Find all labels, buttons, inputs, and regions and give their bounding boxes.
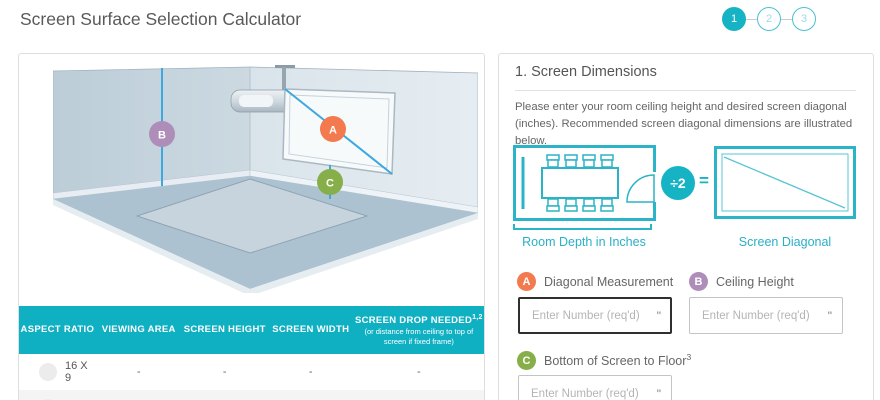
badge-a: A bbox=[517, 272, 536, 291]
screen-drop-value: - bbox=[417, 366, 421, 378]
ceiling-height-label: B Ceiling Height bbox=[689, 272, 794, 291]
results-table: ASPECT RATIO VIEWING AREA SCREEN HEIGHT … bbox=[19, 306, 484, 400]
floor-edge bbox=[53, 199, 478, 293]
room-depth-label: Room Depth in Inches bbox=[522, 235, 646, 249]
panel-heading: 1. Screen Dimensions bbox=[515, 64, 657, 80]
diagonal-illustration-line bbox=[723, 156, 846, 209]
results-table-header: ASPECT RATIO VIEWING AREA SCREEN HEIGHT … bbox=[19, 306, 484, 354]
step-connector bbox=[781, 18, 792, 20]
diagonal-measurement-label: A Diagonal Measurement bbox=[517, 272, 673, 291]
bottom-of-screen-input[interactable] bbox=[518, 375, 672, 400]
rug bbox=[135, 178, 369, 254]
screen-width-value: - bbox=[308, 366, 313, 378]
col-header-screen-height: SCREEN HEIGHT bbox=[183, 324, 266, 336]
projector-lens bbox=[239, 95, 273, 107]
equals-sign: = bbox=[699, 171, 709, 190]
page-title: Screen Surface Selection Calculator bbox=[20, 9, 302, 29]
floor-footnote: 3 bbox=[686, 352, 692, 363]
screen-drop-label: SCREEN DROP NEEDED bbox=[354, 315, 473, 327]
marker-b-letter: B bbox=[158, 130, 166, 142]
projector-pole bbox=[282, 67, 286, 92]
col-header-viewing-area: VIEWING AREA bbox=[101, 324, 176, 336]
marker-a-letter: A bbox=[329, 125, 337, 137]
step-connector bbox=[746, 18, 757, 20]
diagonal-measurement-input[interactable] bbox=[518, 297, 672, 334]
baseboard-right bbox=[249, 169, 478, 214]
badge-b: B bbox=[689, 272, 708, 291]
step-1[interactable]: 1 bbox=[722, 7, 746, 31]
screen-diagonal-label: Screen Diagonal bbox=[738, 235, 832, 249]
screen-dimensions-panel: 1. Screen Dimensions Please enter your r… bbox=[498, 53, 874, 400]
step-1-number: 1 bbox=[730, 13, 738, 25]
viewing-area-value: - bbox=[136, 366, 141, 378]
step-3-number: 3 bbox=[800, 13, 808, 25]
room-3d-illustration: A B C bbox=[53, 65, 478, 293]
step-2-number: 2 bbox=[765, 13, 773, 25]
wall-screen-inner bbox=[288, 94, 390, 169]
room-visualization-card: A B C ASPECT RATIO VIEWING AREA SCREEN H… bbox=[18, 53, 485, 400]
panel-description: Please enter your room ceiling height an… bbox=[515, 101, 853, 147]
bottom-of-screen-label: C Bottom of Screen to Floor3 bbox=[517, 351, 691, 370]
screen-diagonal-illustration bbox=[714, 146, 856, 219]
step-indicator: 1 2 3 bbox=[722, 7, 816, 31]
heading-divider bbox=[515, 90, 856, 91]
step-3[interactable]: 3 bbox=[792, 7, 816, 31]
col-header-screen-drop: SCREEN DROP NEEDED1,2 (or distance from … bbox=[354, 306, 484, 354]
marker-c-badge bbox=[317, 169, 343, 195]
step-2[interactable]: 2 bbox=[757, 7, 781, 31]
screen-drop-subtext: (or distance from ceiling to top of scre… bbox=[364, 327, 474, 346]
room-depth-bracket bbox=[513, 224, 652, 230]
badge-c: C bbox=[517, 351, 536, 370]
screen-drop-footnote: 1,2 bbox=[472, 314, 483, 322]
aspect-ratio-value: 16 X 9 bbox=[65, 360, 88, 384]
marker-b-badge bbox=[149, 121, 175, 147]
table-row: 16 X 9 - - - - bbox=[19, 354, 484, 390]
screen-height-value: - bbox=[222, 366, 227, 378]
col-header-screen-width: SCREEN WIDTH bbox=[272, 324, 350, 336]
marker-a-badge bbox=[320, 116, 346, 142]
ceiling-height-input[interactable] bbox=[689, 297, 843, 334]
col-header-aspect-ratio: ASPECT RATIO bbox=[20, 324, 95, 336]
plan-table bbox=[541, 167, 619, 199]
room-depth-illustration bbox=[513, 145, 656, 221]
plan-door bbox=[626, 174, 655, 203]
divide-by-two-badge: ÷2 bbox=[661, 166, 695, 200]
plan-chairs bbox=[546, 154, 614, 212]
table-row-partial bbox=[19, 390, 484, 400]
marker-c-letter: C bbox=[326, 178, 334, 190]
projector-mount bbox=[275, 65, 295, 68]
aspect-ratio-radio[interactable] bbox=[39, 363, 57, 381]
